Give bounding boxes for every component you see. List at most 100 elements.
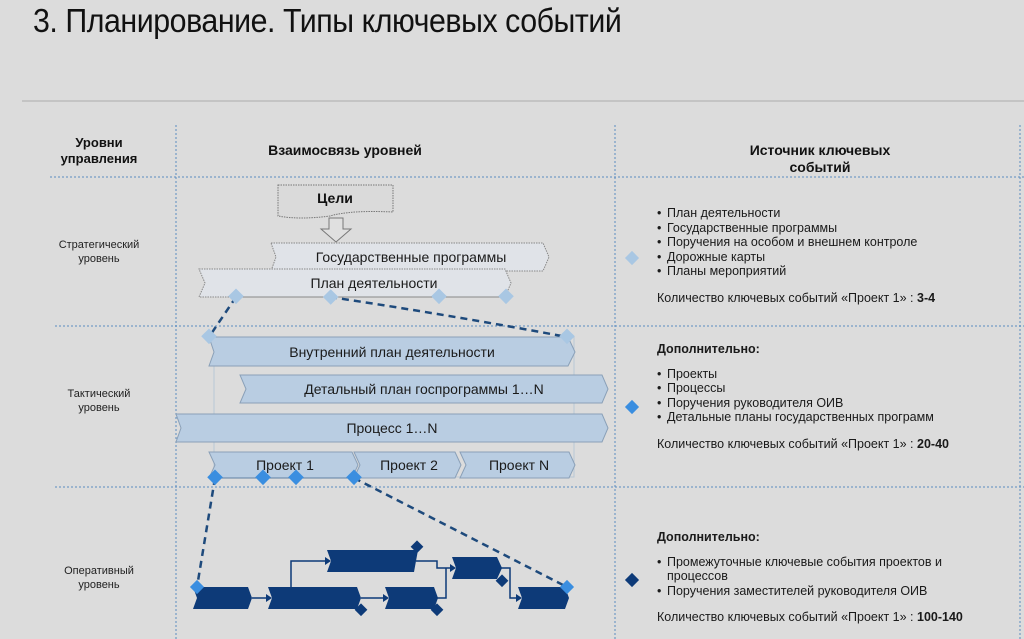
- project-2-label: Проект 2: [380, 457, 438, 473]
- count-value: 100-140: [917, 610, 963, 624]
- source-operational-list: Промежуточные ключевые события проектов …: [657, 555, 997, 599]
- marker-strategic-diamond-icon: [624, 250, 640, 266]
- flow-arrow: [500, 567, 516, 599]
- level-strategic-line2: уровень: [78, 253, 120, 265]
- milestone-diamond: [559, 328, 575, 345]
- process-bar: [175, 413, 609, 443]
- source-item: План деятельности: [657, 206, 935, 221]
- flow-arrow: [416, 560, 450, 569]
- milestone-diamond: [498, 288, 514, 305]
- arrowhead-icon: [450, 564, 456, 572]
- count-label: Количество ключевых событий «Проект 1» :: [657, 436, 917, 451]
- source-tactical-extra: Дополнительно:: [657, 342, 760, 356]
- task-bar-1: [193, 587, 252, 609]
- detailed-plan-label: Детальный план госпрограммы 1…N: [304, 381, 543, 397]
- task-bar-6: [518, 587, 569, 609]
- header-source: Источник ключевых событий: [720, 142, 920, 176]
- source-operational-extra: Дополнительно:: [657, 530, 760, 544]
- arrow-down-icon: [319, 217, 353, 243]
- project-1-label: Проект 1: [256, 457, 314, 473]
- connector-strategic-right: [329, 295, 568, 339]
- goals-label: Цели: [317, 190, 353, 206]
- activity-plan-label: План деятельности: [311, 275, 438, 291]
- milestone-diamond: [228, 288, 244, 305]
- source-tactical-list: Проекты Процессы Поручения руководителя …: [657, 367, 949, 425]
- milestone-diamond: [201, 328, 217, 345]
- milestone-diamond: [495, 574, 509, 588]
- source-operational-count: Количество ключевых событий «Проект 1» :…: [657, 610, 997, 625]
- source-item: Поручения заместителей руководителя ОИВ: [657, 584, 997, 599]
- internal-plan-label: Внутренний план деятельности: [289, 344, 495, 360]
- milestone-diamond: [410, 540, 424, 554]
- header-relation: Взаимосвязь уровней: [268, 142, 422, 158]
- source-item: Поручения руководителя ОИВ: [657, 396, 949, 411]
- source-strategic-list: План деятельности Государственные програ…: [657, 206, 935, 279]
- source-item: Поручения на особом и внешнем контроле: [657, 235, 935, 250]
- milestone-diamond: [559, 579, 575, 595]
- source-item: Дорожные карты: [657, 250, 935, 265]
- title-divider: [22, 100, 1024, 102]
- project-2-bar: [353, 451, 462, 479]
- count-label: Количество ключевых событий «Проект 1» :: [657, 610, 917, 624]
- level-strategic-line1: Стратегический: [58, 239, 140, 251]
- source-tactical-count: Количество ключевых событий «Проект 1» :…: [657, 437, 949, 452]
- marker-tactical-diamond-icon: [624, 399, 640, 415]
- milestone-diamond: [354, 603, 368, 617]
- header-source-line1: Источник ключевых: [749, 142, 891, 158]
- task-bar-4: [385, 587, 438, 609]
- arrowhead-icon: [325, 557, 331, 565]
- task-bar-3: [327, 550, 418, 572]
- flow-arrow: [290, 560, 325, 587]
- milestone-diamond: [346, 469, 362, 486]
- source-tactical: Дополнительно: Проекты Процессы Поручени…: [657, 342, 949, 451]
- milestone-diamond: [207, 469, 223, 486]
- source-item: Детальные планы государственных программ: [657, 410, 949, 425]
- milestone-diamond: [430, 603, 444, 617]
- level-operational: Оперативный уровень: [44, 564, 154, 592]
- count-value: 3-4: [917, 290, 936, 305]
- project-n-bar: [459, 451, 576, 479]
- process-label: Процесс 1…N: [346, 420, 437, 436]
- connector-strategic-left: [207, 296, 238, 338]
- arrowhead-icon: [383, 594, 389, 602]
- header-levels-line1: Уровни: [75, 135, 123, 150]
- header-source-line2: событий: [789, 159, 851, 175]
- milestone-diamond: [255, 469, 271, 486]
- level-strategic: Стратегический уровень: [44, 238, 154, 266]
- task-bar-2: [268, 587, 361, 609]
- source-strategic-count: Количество ключевых событий «Проект 1» :…: [657, 291, 935, 306]
- milestone-diamond: [322, 289, 339, 305]
- level-tactical-line1: Тактический: [67, 388, 131, 400]
- header-levels: Уровни управления: [44, 135, 154, 167]
- source-strategic: План деятельности Государственные програ…: [657, 206, 935, 305]
- level-operational-line2: уровень: [78, 579, 120, 591]
- page-title: 3. Планирование. Типы ключевых событий: [33, 2, 622, 39]
- source-item: Планы мероприятий: [657, 264, 935, 279]
- goals-box: [277, 184, 394, 219]
- task-bar-5: [452, 557, 502, 579]
- arrowhead-icon: [516, 594, 522, 602]
- level-operational-line1: Оперативный: [64, 565, 134, 577]
- level-tactical-line2: уровень: [78, 402, 120, 414]
- connector-tactical-right: [353, 476, 568, 589]
- count-label: Количество ключевых событий «Проект 1» :: [657, 290, 917, 305]
- milestone-diamond: [431, 288, 447, 305]
- source-item: Промежуточные ключевые события проектов …: [657, 555, 997, 584]
- source-item: Проекты: [657, 367, 949, 382]
- source-operational: Дополнительно: Промежуточные ключевые со…: [657, 530, 997, 625]
- arrowhead-icon: [266, 594, 272, 602]
- detailed-plan-bar: [239, 374, 609, 404]
- header-levels-line2: управления: [60, 151, 138, 166]
- marker-operational-diamond-icon: [624, 572, 640, 588]
- milestone-diamond: [288, 469, 304, 486]
- source-item: Государственные программы: [657, 221, 935, 236]
- source-item: Процессы: [657, 381, 949, 396]
- level-tactical: Тактический уровень: [44, 387, 154, 415]
- state-programs-label: Государственные программы: [316, 249, 507, 265]
- connector-tactical-left: [195, 477, 217, 588]
- count-value: 20-40: [917, 436, 949, 451]
- milestone-diamond: [189, 579, 205, 595]
- project-n-label: Проект N: [489, 457, 549, 473]
- flow-arrow: [436, 568, 447, 599]
